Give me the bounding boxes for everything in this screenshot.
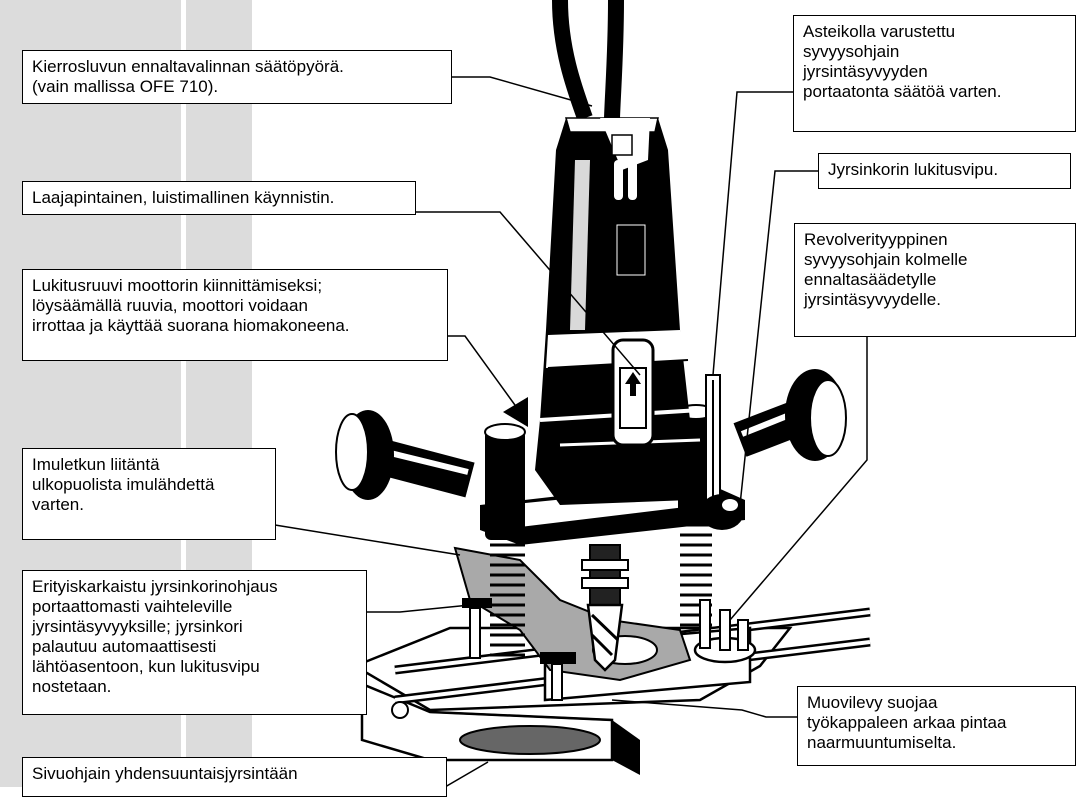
motor-housing [535,117,701,505]
guide-column-left [490,533,525,657]
power-cord [552,0,624,121]
callout-depth-scale: Asteikolla varustettu syvyysohjain jyrsi… [793,15,1076,132]
callout-dust-port: Imuletkun liitäntä ulkopuolista imulähde… [22,448,276,540]
base-clamp-knobs [391,598,576,719]
leader-lines [274,76,868,787]
callout-plastic-plate: Muovilevy suojaa työkappaleen arkaa pint… [797,686,1076,766]
handle-right [733,369,847,461]
callout-locking-screw: Lukitusruuvi moottorin kiinnittämiseksi;… [22,269,448,361]
callout-speed-wheel: Kierrosluvun ennaltavalinnan säätöpyörä.… [22,50,452,104]
callout-switch: Laajapintainen, luistimallinen käynnisti… [22,181,416,215]
callout-lock-lever: Jyrsinkorin lukitusvipu. [818,153,1071,189]
lock-lever [700,494,744,530]
handle-left [335,410,475,500]
slide-switch [611,338,655,447]
callout-guide-columns: Erityiskarkaistu jyrsinkorinohjaus porta… [22,570,367,715]
callout-revolver-stop: Revolverityyppinen syvyysohjain kolmelle… [794,223,1076,337]
revolver-stop [693,599,757,664]
callout-side-guide: Sivuohjain yhdensuuntaisjyrsintään [22,757,447,797]
collet-and-cutter [581,544,629,672]
pointer-arrow [503,397,528,427]
